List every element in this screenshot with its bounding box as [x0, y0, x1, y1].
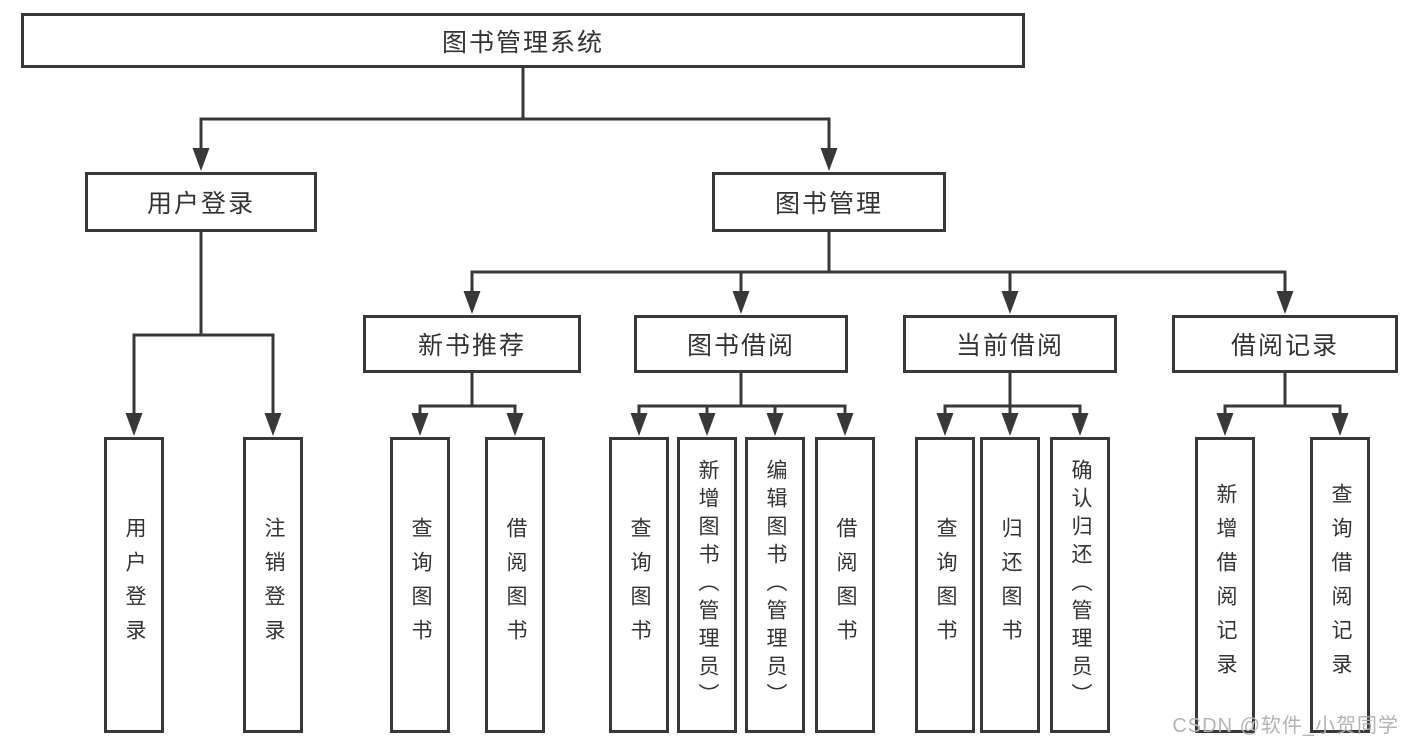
node-cur-query: 查询图书 — [915, 437, 975, 733]
node-hist-query: 查询借阅记录 — [1310, 437, 1370, 733]
arrowhead-icon — [630, 413, 648, 436]
node-mgmt: 图书管理 — [712, 172, 946, 232]
node-rec-query: 查询图书 — [390, 437, 450, 733]
arrowhead-icon — [1276, 291, 1294, 314]
arrowhead-icon — [820, 148, 838, 171]
node-label: 图书管理 — [774, 190, 883, 218]
node-label: 当前借阅 — [955, 332, 1064, 360]
node-label: 图书借阅 — [686, 332, 795, 360]
node-label: 查询图书 — [628, 517, 651, 653]
node-label: 借阅记录 — [1230, 332, 1339, 360]
node-login-user: 用户登录 — [104, 437, 164, 733]
node-login: 用户登录 — [85, 172, 317, 232]
node-label: 查询借阅记录 — [1329, 483, 1352, 687]
node-label: 图书管理系统 — [441, 28, 604, 57]
arrowhead-icon — [1001, 413, 1019, 436]
arrowhead-icon — [411, 413, 429, 436]
arrowhead-icon — [506, 413, 524, 436]
arrowhead-icon — [732, 291, 750, 314]
node-borrow: 图书借阅 — [634, 315, 848, 373]
arrowhead-icon — [766, 413, 784, 436]
arrowhead-icon — [125, 413, 143, 436]
watermark-text: CSDN @软件_小贺同学 — [1172, 715, 1399, 737]
node-label: 新书推荐 — [417, 332, 526, 360]
node-label: 用户登录 — [123, 517, 146, 653]
node-login-out: 注销登录 — [243, 437, 303, 733]
arrowhead-icon — [1216, 413, 1234, 436]
arrowhead-icon — [1071, 413, 1089, 436]
arrowhead-icon — [264, 413, 282, 436]
node-bor-add: 新增图书（管理员） — [677, 437, 737, 733]
arrowhead-icon — [192, 148, 210, 171]
node-label: 查询图书 — [934, 517, 957, 653]
arrowhead-icon — [936, 413, 954, 436]
arrowhead-icon — [463, 291, 481, 314]
node-current: 当前借阅 — [903, 315, 1117, 373]
node-recommend: 新书推荐 — [363, 315, 581, 373]
arrowhead-icon — [698, 413, 716, 436]
arrowhead-icon — [1331, 413, 1349, 436]
node-label: 归还图书 — [999, 517, 1022, 653]
node-bor-edit: 编辑图书（管理员） — [745, 437, 805, 733]
node-label: 确认归还（管理员） — [1069, 459, 1092, 711]
node-label: 注销登录 — [262, 517, 285, 653]
arrowhead-icon — [836, 413, 854, 436]
node-hist-add: 新增借阅记录 — [1195, 437, 1255, 733]
node-bor-lend: 借阅图书 — [815, 437, 875, 733]
node-label: 借阅图书 — [504, 517, 527, 653]
node-label: 新增图书（管理员） — [696, 459, 719, 711]
node-label: 编辑图书（管理员） — [764, 459, 787, 711]
node-rec-borrow: 借阅图书 — [485, 437, 545, 733]
node-label: 借阅图书 — [834, 517, 857, 653]
node-cur-confirm: 确认归还（管理员） — [1050, 437, 1110, 733]
node-label: 用户登录 — [146, 190, 255, 218]
node-label: 新增借阅记录 — [1214, 483, 1237, 687]
node-root: 图书管理系统 — [21, 13, 1025, 68]
node-cur-return: 归还图书 — [980, 437, 1040, 733]
node-records: 借阅记录 — [1172, 315, 1398, 373]
node-bor-query: 查询图书 — [609, 437, 669, 733]
arrowhead-icon — [1001, 291, 1019, 314]
node-label: 查询图书 — [409, 517, 432, 653]
